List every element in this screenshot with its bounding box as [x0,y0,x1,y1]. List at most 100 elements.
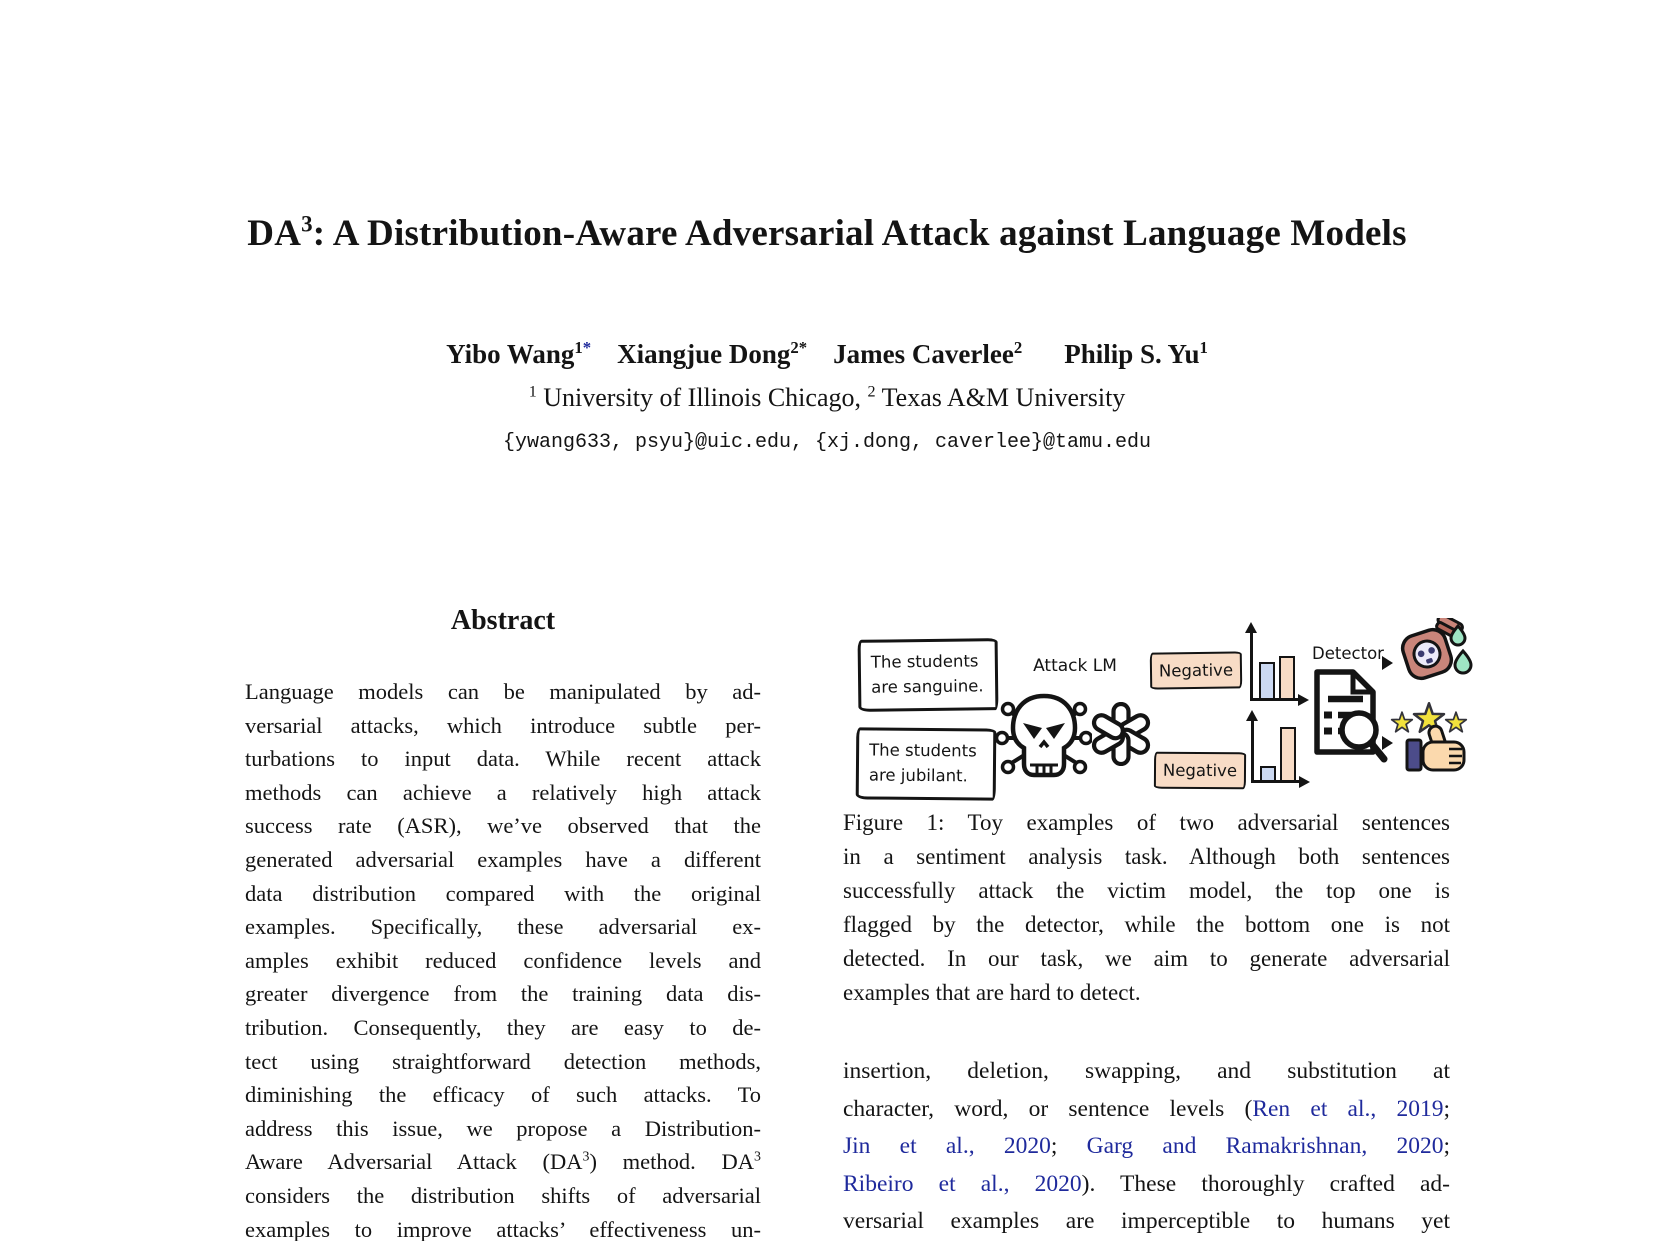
text-line: detected. In our task, we aim to generat… [843,946,1450,980]
affiliations-line: 1 University of Illinois Chicago, 2 Texa… [0,383,1654,413]
citation-link[interactable]: Jin et al., 2020 [843,1133,1051,1160]
text-line: success rate (ASR), we’ve observed that … [245,813,761,847]
text-segment: Language models can be manipulated by ad… [245,679,761,704]
text-segment: DA [247,213,302,254]
text-line: flagged by the detector, while the botto… [843,912,1450,946]
thumbs-up-icon [1405,724,1466,772]
text-segment: examples that are hard to detect. [843,980,1141,1005]
attack-lm-label: Attack LM [1033,656,1117,676]
text-line: Jin et al., 2020; Garg and Ramakrishnan,… [843,1133,1450,1171]
abstract-heading: Abstract [450,605,556,636]
text-segment: : A Distribution-Aware Adversarial Attac… [312,213,1407,254]
text-segment: 2* [790,338,808,357]
text-segment: data distribution compared with the orig… [245,880,761,906]
text-segment: James Caverlee [833,339,1014,369]
citation-link[interactable]: Ribeiro et al., 2020 [843,1170,1082,1197]
detector-label: Detector [1312,644,1384,663]
text-segment: in a sentiment analysis task. Although b… [843,844,1450,869]
text-line: examples that are hard to detect. [843,980,1450,1014]
text-segment: successfully attack the victim model, th… [843,878,1450,903]
detector-document-icon [1314,669,1388,763]
text-segment: versarial examples are imperceptible to … [843,1208,1450,1235]
text-line: examples. Specifically, these adversaria… [245,914,761,948]
text-line: The students [871,649,995,675]
text-line: tect using straightforward detection met… [245,1049,761,1083]
citation-link[interactable]: Ren et al., 2019 [1252,1095,1444,1122]
text-line: character, word, or sentence levels (Ren… [843,1096,1450,1134]
arrow-to-flagged-icon [1382,656,1393,670]
adversarial-sentence-box-bottom: The students are jubilant. [855,727,997,801]
citation-link[interactable]: * [582,338,592,357]
text-segment: ). These thoroughly crafted ad- [1081,1170,1450,1197]
text-segment: greater divergence from the training dat… [245,981,761,1007]
text-line: successfully attack the victim model, th… [843,878,1450,912]
text-segment: ; [1443,1133,1450,1160]
text-line: turbations to input data. While recent a… [245,746,761,780]
text-segment: are sanguine. [871,676,984,697]
text-segment: ) method. DA [589,1149,755,1175]
text-segment: examples to improve attacks’ effectivene… [245,1216,761,1241]
stars-rating-icon [1390,701,1468,734]
text-line: considers the distribution shifts of adv… [245,1183,761,1217]
text-segment: 2 [1013,338,1023,357]
text-segment: 2 [867,383,876,401]
text-segment: generated adversarial examples have a di… [245,846,761,872]
text-segment: Figure 1: Toy examples of two adversaria… [843,810,1450,835]
text-segment: The students [870,651,979,672]
prediction-badge-top: Negative [1149,651,1243,690]
introduction-text: insertion, deletion, swapping, and subst… [843,1058,1450,1241]
text-segment: 1 [574,338,583,357]
text-segment: flagged by the detector, while the botto… [843,912,1450,937]
text-segment: character, word, or sentence levels ( [843,1095,1253,1122]
text-line: generated adversarial examples have a di… [245,847,761,881]
text-line: versarial examples are imperceptible to … [843,1208,1450,1241]
text-line: data distribution compared with the orig… [245,881,761,915]
text-line: greater divergence from the training dat… [245,981,761,1015]
text-segment: Aware Adversarial Attack (DA [245,1149,583,1175]
text-line: are sanguine. [871,674,995,700]
confidence-bar [1280,727,1296,780]
text-line: Language models can be manipulated by ad… [245,679,761,713]
text-segment: ; [1050,1133,1087,1160]
text-segment: address this issue, we propose a Distrib… [245,1115,761,1141]
text-line: methods can achieve a relatively high at… [245,780,761,814]
citation-link[interactable]: Garg and Ramakrishnan, 2020 [1086,1133,1444,1160]
text-line: are jubilant. [869,764,993,790]
text-segment: insertion, deletion, swapping, and subst… [843,1058,1450,1084]
text-line: versarial attacks, which introduce subtl… [245,713,761,747]
emails-line[interactable]: {ywang633, psyu}@uic.edu, {xj.dong, cave… [502,431,1152,454]
prediction-badge-bottom: Negative [1153,751,1247,790]
text-segment: Yibo Wang [446,339,575,369]
text-line: amples exhibit reduced confidence levels… [245,948,761,982]
adversarial-sentence-box-top: The students are sanguine. [857,638,999,712]
text-segment: ; [1443,1095,1450,1122]
text-segment: 1 [528,383,537,401]
text-segment: Philip S. Yu [1064,339,1200,369]
text-segment: tect using straightforward detection met… [245,1048,761,1074]
text-segment: The students [869,740,977,761]
text-segment: 3 [582,1149,590,1165]
text-line: address this issue, we propose a Distrib… [245,1116,761,1150]
text-segment: 3 [301,211,313,237]
arrow-to-passed-icon [1382,736,1393,750]
text-line: examples to improve attacks’ effectivene… [245,1217,761,1241]
text-line: diminishing the efficacy of such attacks… [245,1082,761,1116]
text-segment: Xiangjue Dong [617,339,791,369]
text-line: tribution. Consequently, they are easy t… [245,1015,761,1049]
openai-logo-icon [1091,702,1151,766]
text-segment: 1 [1199,338,1208,357]
text-segment: tribution. Consequently, they are easy t… [245,1014,761,1040]
text-segment: examples. Specifically, these adversaria… [245,914,761,940]
paper-title: DA3: A Distribution-Aware Adversarial At… [0,212,1654,255]
confidence-bar-chart-top [1245,622,1309,706]
text-segment: diminishing the efficacy of such attacks… [245,1082,761,1108]
text-line: Aware Adversarial Attack (DA3) method. D… [245,1149,761,1183]
text-segment: 3 [754,1149,761,1165]
text-segment: considers the distribution shifts of adv… [245,1182,761,1208]
authors-line: Yibo Wang1*Xiangjue Dong2*James Caverlee… [0,339,1654,370]
text-line: insertion, deletion, swapping, and subst… [843,1058,1450,1096]
figure-caption: Figure 1: Toy examples of two adversaria… [843,810,1450,1014]
abstract-text: Language models can be manipulated by ad… [245,679,761,1241]
text-line: The students [869,739,993,765]
